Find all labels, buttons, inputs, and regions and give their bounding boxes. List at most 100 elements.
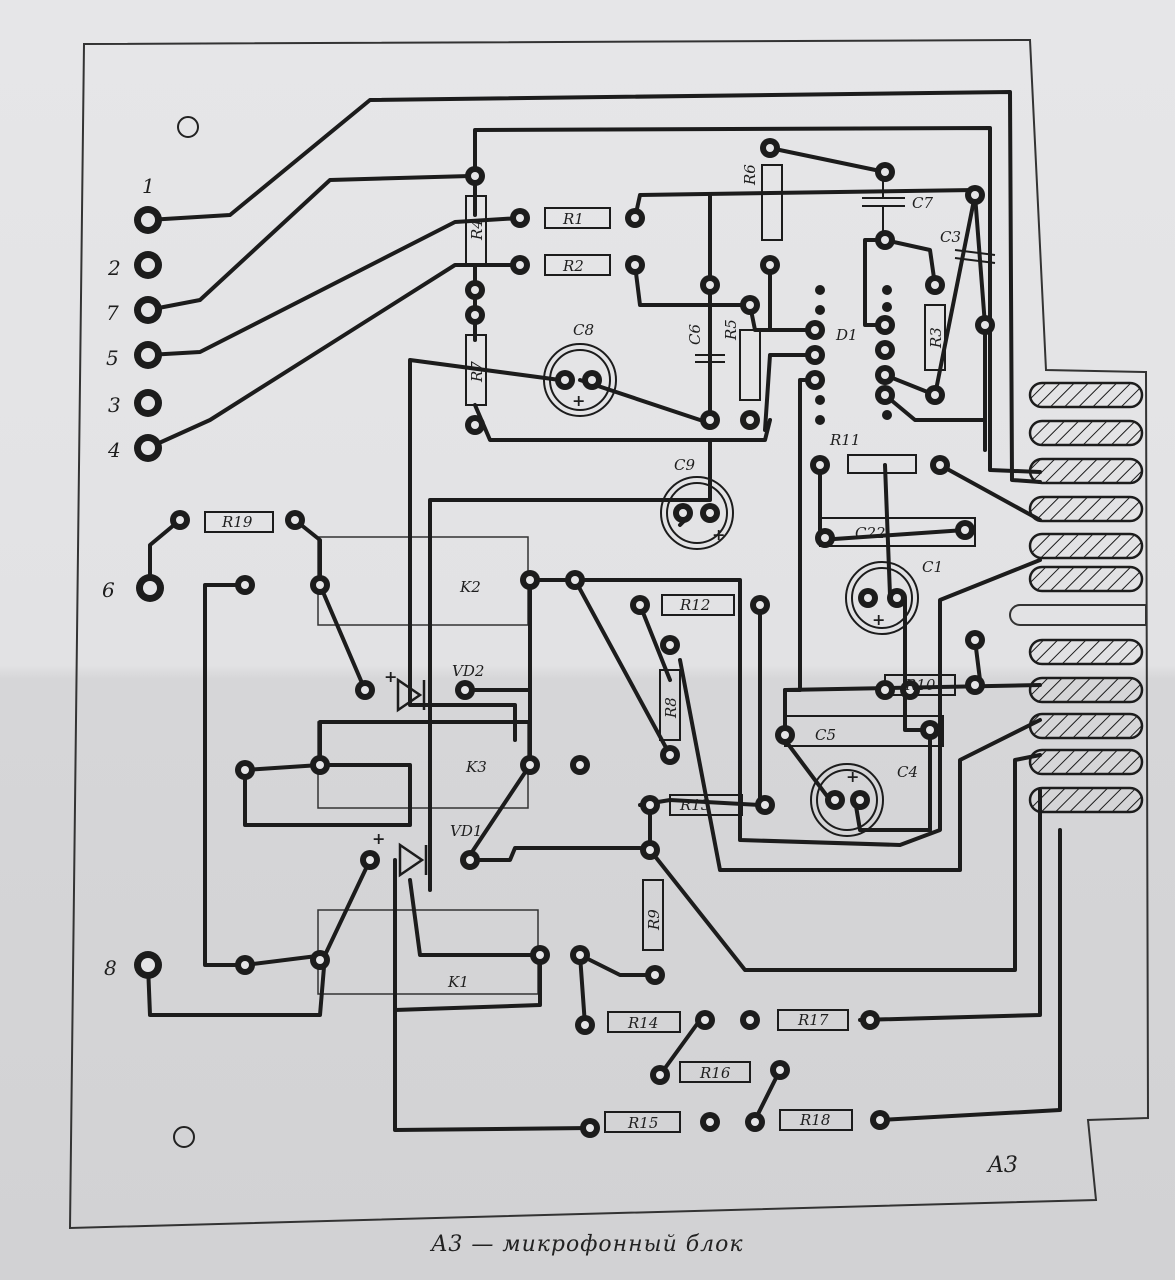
ic-pin-dot bbox=[815, 305, 825, 315]
pad-hole bbox=[316, 761, 324, 769]
label-r11: R11 bbox=[829, 431, 860, 449]
pad-hole bbox=[666, 751, 674, 759]
label-k3: K3 bbox=[465, 758, 487, 776]
pad-hole bbox=[831, 796, 839, 804]
ic-pin-dot bbox=[815, 395, 825, 405]
label-r8: R8 bbox=[662, 697, 680, 719]
pad-hole bbox=[906, 686, 914, 694]
pad-hole bbox=[586, 1124, 594, 1132]
label-r3: R3 bbox=[927, 327, 945, 349]
label-r12: R12 bbox=[679, 596, 710, 614]
pin-label-3: 3 bbox=[108, 393, 121, 417]
pad-hole bbox=[588, 376, 596, 384]
pad-hole bbox=[561, 376, 569, 384]
pad-hole bbox=[516, 261, 524, 269]
pin-label-5: 5 bbox=[106, 346, 119, 370]
pad-hole bbox=[961, 526, 969, 534]
pad-hole bbox=[746, 301, 754, 309]
pad-hole bbox=[241, 766, 249, 774]
pad-hole bbox=[471, 172, 479, 180]
figure-caption: A3 — микрофонный блок bbox=[431, 1232, 744, 1257]
pin-label-8: 8 bbox=[104, 956, 117, 980]
plus-vd2: + bbox=[384, 667, 397, 686]
pad-hole bbox=[881, 236, 889, 244]
board-outline bbox=[68, 38, 1150, 1230]
label-r7: R7 bbox=[468, 361, 486, 383]
pad-hole bbox=[811, 326, 819, 334]
pad-hole bbox=[746, 1016, 754, 1024]
pad-hole bbox=[866, 1016, 874, 1024]
pad-hole bbox=[241, 581, 249, 589]
pad-hole bbox=[811, 351, 819, 359]
plus-c4: + bbox=[846, 767, 859, 786]
pad-hole bbox=[706, 509, 714, 517]
pad-hole bbox=[936, 461, 944, 469]
pad-hole bbox=[766, 144, 774, 152]
pad-hole bbox=[881, 346, 889, 354]
label-c4: C4 bbox=[897, 763, 918, 781]
plus-c8: + bbox=[572, 391, 585, 410]
label-r5: R5 bbox=[722, 319, 740, 341]
label-r9: R9 bbox=[645, 909, 663, 931]
diode-symbols bbox=[396, 677, 428, 878]
pad-hole bbox=[536, 951, 544, 959]
pad-hole bbox=[931, 391, 939, 399]
label-r2: R2 bbox=[562, 257, 584, 275]
pad-hole bbox=[461, 686, 469, 694]
label-r6: R6 bbox=[741, 164, 759, 186]
pad-hole bbox=[576, 951, 584, 959]
label-c7: C7 bbox=[912, 194, 933, 212]
plus-c9: + bbox=[712, 525, 725, 544]
pad-hole bbox=[881, 371, 889, 379]
pad-hole bbox=[751, 1118, 759, 1126]
pad-hole bbox=[141, 303, 155, 317]
pad-hole bbox=[931, 281, 939, 289]
pad-hole bbox=[781, 731, 789, 739]
pad-hole bbox=[141, 258, 155, 272]
pad-hole bbox=[141, 396, 155, 410]
pad-hole bbox=[679, 509, 687, 517]
label-r15: R15 bbox=[627, 1114, 658, 1132]
pad-hole bbox=[881, 391, 889, 399]
label-r16: R16 bbox=[699, 1064, 731, 1082]
label-vd1: VD1 bbox=[450, 822, 482, 840]
label-c1: C1 bbox=[922, 558, 943, 576]
pad-hole bbox=[706, 281, 714, 289]
label-r19: R19 bbox=[221, 513, 253, 531]
pad-hole bbox=[361, 686, 369, 694]
pad-hole bbox=[636, 601, 644, 609]
pad-hole bbox=[656, 1071, 664, 1079]
pad-hole bbox=[666, 641, 674, 649]
label-d1: D1 bbox=[835, 326, 858, 344]
ic-pin-dot bbox=[815, 415, 825, 425]
pad-hole bbox=[526, 761, 534, 769]
pin-label-2: 2 bbox=[107, 256, 121, 280]
pad-hole bbox=[143, 581, 157, 595]
pad-hole bbox=[816, 461, 824, 469]
pad-hole bbox=[471, 421, 479, 429]
pad-hole bbox=[776, 1066, 784, 1074]
pad-hole bbox=[631, 214, 639, 222]
pad-hole bbox=[881, 686, 889, 694]
pin-label-6: 6 bbox=[102, 578, 115, 602]
label-r18: R18 bbox=[799, 1111, 830, 1129]
label-c8: C8 bbox=[573, 321, 594, 339]
pad-hole bbox=[706, 1118, 714, 1126]
label-k2: K2 bbox=[459, 578, 481, 596]
pad-hole bbox=[646, 846, 654, 854]
pad-hole bbox=[241, 961, 249, 969]
copper-tracks bbox=[146, 90, 1062, 1132]
pad-hole bbox=[291, 516, 299, 524]
label-r4: R4 bbox=[468, 219, 486, 241]
pad-hole bbox=[516, 214, 524, 222]
pad-hole bbox=[471, 286, 479, 294]
label-r1: R1 bbox=[562, 210, 584, 228]
pad-hole bbox=[881, 321, 889, 329]
label-r13: R13 bbox=[679, 796, 710, 814]
pad-hole bbox=[706, 416, 714, 424]
pad-hole bbox=[471, 311, 479, 319]
label-c5: C5 bbox=[815, 726, 836, 744]
pad-hole bbox=[526, 576, 534, 584]
plus-c1: + bbox=[872, 610, 885, 629]
